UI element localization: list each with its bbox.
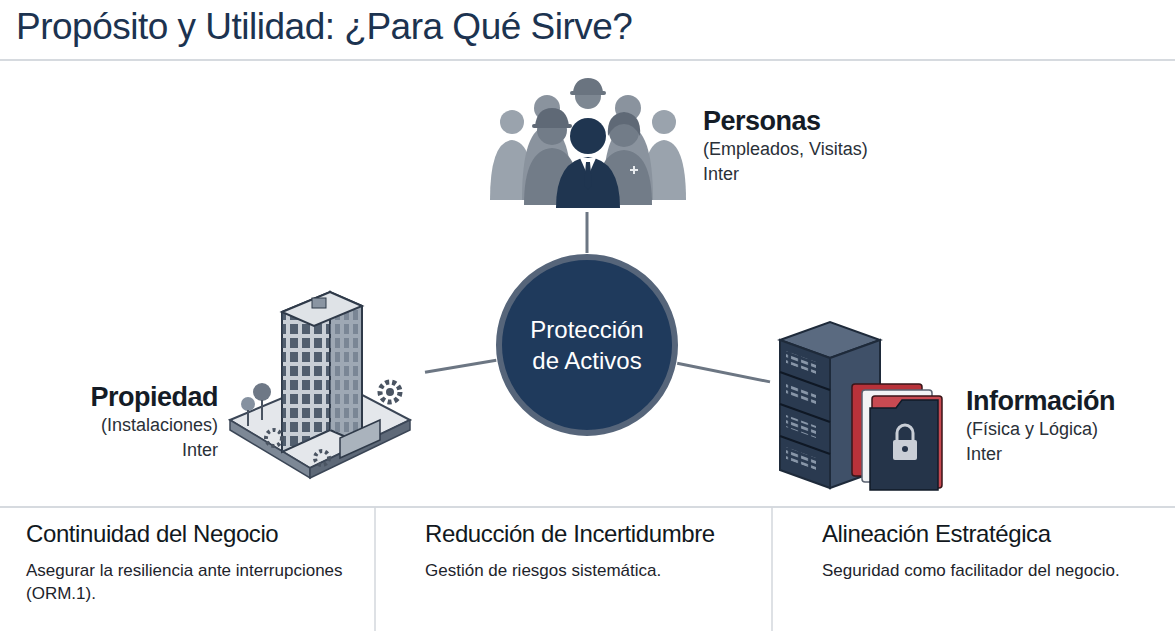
benefit-column: Alineación EstratégicaSeguridad como fac… [822,520,1157,628]
column-heading: Alineación Estratégica [822,520,1157,548]
column-divider [771,507,773,631]
connector-line [677,363,770,382]
asset-subtitle: (Empleados, Visitas) [703,139,868,160]
asset-note: Inter [703,164,868,185]
column-body: Asegurar la resiliencia ante interrupcio… [26,560,361,606]
benefit-column: Continuidad del NegocioAsegurar la resil… [26,520,361,628]
asset-heading: Personas [703,106,868,137]
asset-heading: Propiedad [60,382,218,413]
asset-subtitle: (Física y Lógica) [966,419,1115,440]
connector-line [586,212,589,253]
column-body: Seguridad como facilitador del negocio. [822,560,1157,583]
title-rule [0,59,1175,61]
asset-subtitle: (Instalaciones) [60,415,218,436]
benefit-column: Reducción de IncertidumbreGestión de rie… [425,520,760,628]
center-label: Protección de Activos [517,314,657,376]
section-rule [0,506,1175,508]
connector-line [425,360,496,372]
column-body: Gestión de riesgos sistemática. [425,560,760,583]
page-title: Propósito y Utilidad: ¿Para Qué Sirve? [16,6,632,48]
asset-group: Información(Física y Lógica) Inter [770,316,1165,492]
asset-group: Personas(Empleados, Visitas) Inter [486,76,872,212]
server-icon [780,322,942,490]
building-icon [230,292,410,478]
asset-group: Propiedad(Instalaciones) Inter [60,286,425,490]
asset-note: Inter [966,444,1115,465]
people-icon [490,78,686,208]
column-heading: Continuidad del Negocio [26,520,361,548]
circle-outline [495,253,679,437]
column-heading: Reducción de Incertidumbre [425,520,760,548]
asset-note: Inter [60,440,218,461]
center-circle: Protección de Activos [495,253,679,437]
asset-heading: Información [966,386,1115,417]
column-divider [374,507,376,631]
